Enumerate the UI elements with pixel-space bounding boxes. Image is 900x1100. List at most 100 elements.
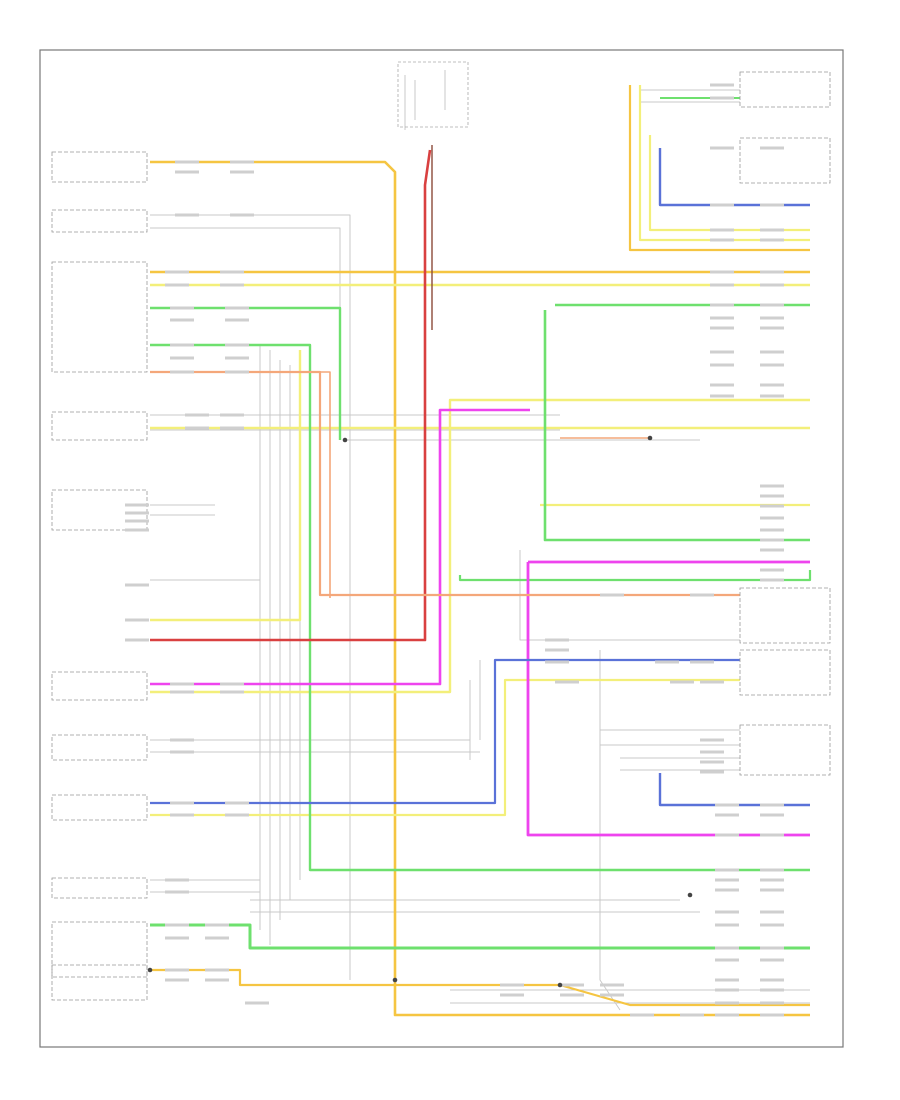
wire-label-mark <box>545 648 569 652</box>
wire-magenta <box>526 562 810 837</box>
wire-yellow <box>638 85 810 242</box>
wire-label-mark <box>710 316 734 320</box>
wire-label-mark <box>760 1013 784 1017</box>
wire-green <box>150 306 342 440</box>
wire-gray <box>150 214 351 980</box>
component-box <box>739 587 831 644</box>
wire-label-mark <box>500 983 524 987</box>
wire-label-mark <box>710 238 734 242</box>
wire-label-mark <box>700 770 724 774</box>
splice-dot <box>557 982 563 988</box>
wire-label-mark <box>760 548 784 552</box>
wire-label-mark <box>715 988 739 992</box>
wire-label-mark <box>760 958 784 962</box>
wire-label-mark <box>710 363 734 367</box>
wire-label-mark <box>760 946 784 950</box>
wire-label-mark <box>220 413 244 417</box>
wire-label-mark <box>220 283 244 287</box>
wire-label-mark <box>700 738 724 742</box>
wire-label-mark <box>710 83 734 87</box>
component-box <box>51 794 148 821</box>
wire-label-mark <box>170 690 194 694</box>
wire-label-mark <box>555 680 579 684</box>
wire-label-mark <box>760 270 784 274</box>
wire-magenta <box>150 408 530 686</box>
wire-label-mark <box>545 638 569 642</box>
wire-label-mark <box>220 682 244 686</box>
wire-label-mark <box>220 270 244 274</box>
splice-dot <box>147 967 153 973</box>
wire-label-mark <box>205 978 229 982</box>
wire-label-mark <box>220 426 244 430</box>
wire-label-mark <box>760 394 784 398</box>
wire-label-mark <box>225 356 249 360</box>
wire-label-mark <box>170 306 194 310</box>
wire-label-mark <box>715 813 739 817</box>
wire-label-mark <box>170 318 194 322</box>
wire-label-mark <box>165 968 189 972</box>
wire-label-mark <box>205 923 229 927</box>
component-layer <box>51 61 831 1001</box>
wire-label-mark <box>630 1013 654 1017</box>
wire-label-mark <box>710 270 734 274</box>
wire-label-mark <box>710 383 734 387</box>
wire-label-mark <box>760 228 784 232</box>
wire-yellow <box>150 678 740 817</box>
splice-dot <box>687 892 693 898</box>
component-box <box>739 649 831 696</box>
wire-label-mark <box>760 1001 784 1005</box>
wire-label-mark <box>760 813 784 817</box>
wire-label-mark <box>205 936 229 940</box>
wire-label-mark <box>700 750 724 754</box>
wire-label-mark <box>230 160 254 164</box>
wire-label-mark <box>710 283 734 287</box>
wire-label-mark <box>170 813 194 817</box>
wire-label-mark <box>715 833 739 837</box>
wire-label-mark <box>760 146 784 150</box>
wire-label-mark <box>760 494 784 498</box>
component-box <box>51 671 148 701</box>
label-layer <box>125 83 784 1017</box>
wire-label-mark <box>165 283 189 287</box>
wire-label-mark <box>560 993 584 997</box>
wire-red <box>150 149 432 642</box>
wire-label-mark <box>760 988 784 992</box>
wire-label-mark <box>170 343 194 347</box>
wire-label-mark <box>225 318 249 322</box>
wire-label-mark <box>715 946 739 950</box>
wire-label-mark <box>760 528 784 532</box>
wire-label-mark <box>700 760 724 764</box>
wire-green <box>543 310 810 542</box>
wire-label-mark <box>760 516 784 520</box>
wire-label-mark <box>760 316 784 320</box>
wire-label-mark <box>760 303 784 307</box>
wire-label-mark <box>175 213 199 217</box>
wire-label-mark <box>690 660 714 664</box>
wire-label-mark <box>600 593 624 597</box>
wire-label-mark <box>715 803 739 807</box>
wire-label-mark <box>760 538 784 542</box>
splice-dot <box>392 977 398 983</box>
wire-label-mark <box>125 528 149 532</box>
wire-label-mark <box>655 660 679 664</box>
wire-label-mark <box>710 303 734 307</box>
wire-label-mark <box>680 1013 704 1017</box>
wire-label-mark <box>760 363 784 367</box>
wire-label-mark <box>225 306 249 310</box>
wire-label-mark <box>710 96 734 100</box>
component-box <box>51 734 148 761</box>
wire-label-mark <box>125 618 149 622</box>
wire-label-mark <box>125 638 149 642</box>
component-box <box>51 261 148 373</box>
wire-label-mark <box>710 146 734 150</box>
wire-label-mark <box>125 583 149 587</box>
wire-label-mark <box>760 568 784 572</box>
wire-label-mark <box>715 1001 739 1005</box>
wire-yellow <box>150 398 810 694</box>
wire-label-mark <box>715 910 739 914</box>
wire-label-mark <box>760 923 784 927</box>
wire-blue <box>658 773 810 807</box>
wire-label-mark <box>165 923 189 927</box>
wire-label-mark <box>710 228 734 232</box>
